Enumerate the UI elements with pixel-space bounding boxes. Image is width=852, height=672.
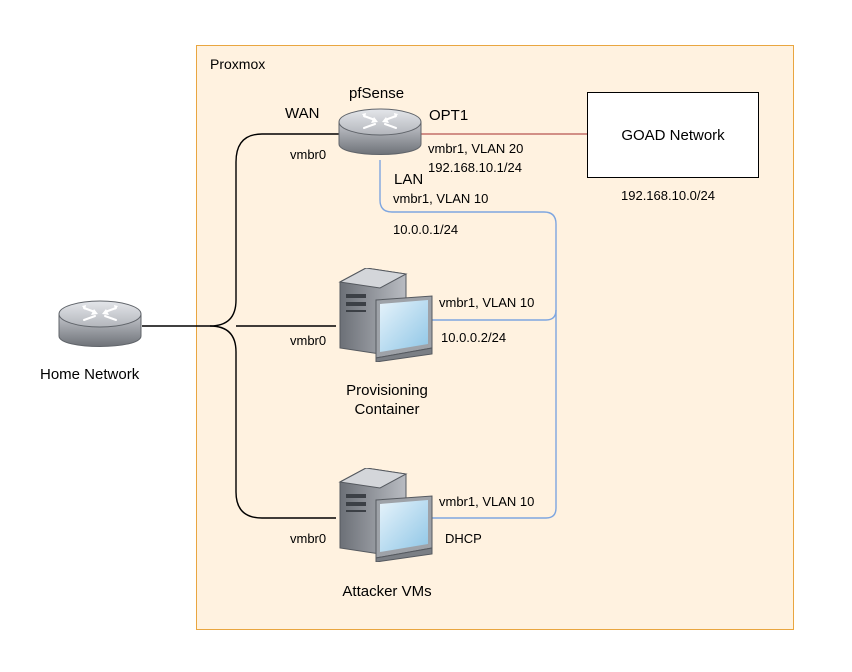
home-network-label: Home Network (40, 366, 140, 383)
pfsense-router (338, 108, 422, 160)
pfsense-label: pfSense (349, 85, 405, 102)
goad-network-label: GOAD Network (621, 126, 725, 144)
lan-link (379, 160, 557, 519)
goad-network-box: GOAD Network (587, 92, 759, 178)
router-icon (58, 300, 142, 347)
provisioning-vlan: vmbr1, VLAN 10 (439, 295, 535, 310)
provisioning-ip: 10.0.0.2/24 (441, 330, 507, 345)
provisioning-server (336, 267, 434, 363)
router-icon (338, 108, 422, 155)
attacker-iface: vmbr0 (290, 531, 327, 546)
attacker-server (336, 467, 434, 563)
server-icon (338, 467, 433, 563)
wan-link-provisioning (209, 325, 336, 519)
attacker-name: Attacker VMs (342, 583, 432, 600)
provisioning-iface: vmbr0 (290, 333, 327, 348)
lan-label: LAN (394, 171, 424, 188)
proxmox-label: Proxmox (210, 56, 266, 72)
opt1-ip: 192.168.10.1/24 (428, 160, 522, 175)
wan-link-home (142, 133, 339, 327)
goad-subnet: 192.168.10.0/24 (621, 188, 715, 203)
opt1-vlan: vmbr1, VLAN 20 (428, 141, 524, 156)
lan-link-provisioning (432, 309, 557, 321)
attacker-ip: DHCP (445, 531, 482, 546)
lan-ip: 10.0.0.1/24 (393, 222, 459, 237)
home-router (58, 300, 142, 352)
attacker-vlan: vmbr1, VLAN 10 (439, 494, 535, 509)
server-icon (338, 267, 433, 363)
provisioning-name-line1: Provisioning (346, 382, 428, 399)
wan-label: WAN (285, 105, 320, 122)
pfsense-wan-iface: vmbr0 (290, 147, 327, 162)
lan-vlan: vmbr1, VLAN 10 (393, 191, 489, 206)
provisioning-name-line2: Container (354, 401, 420, 418)
opt1-label: OPT1 (429, 107, 469, 124)
